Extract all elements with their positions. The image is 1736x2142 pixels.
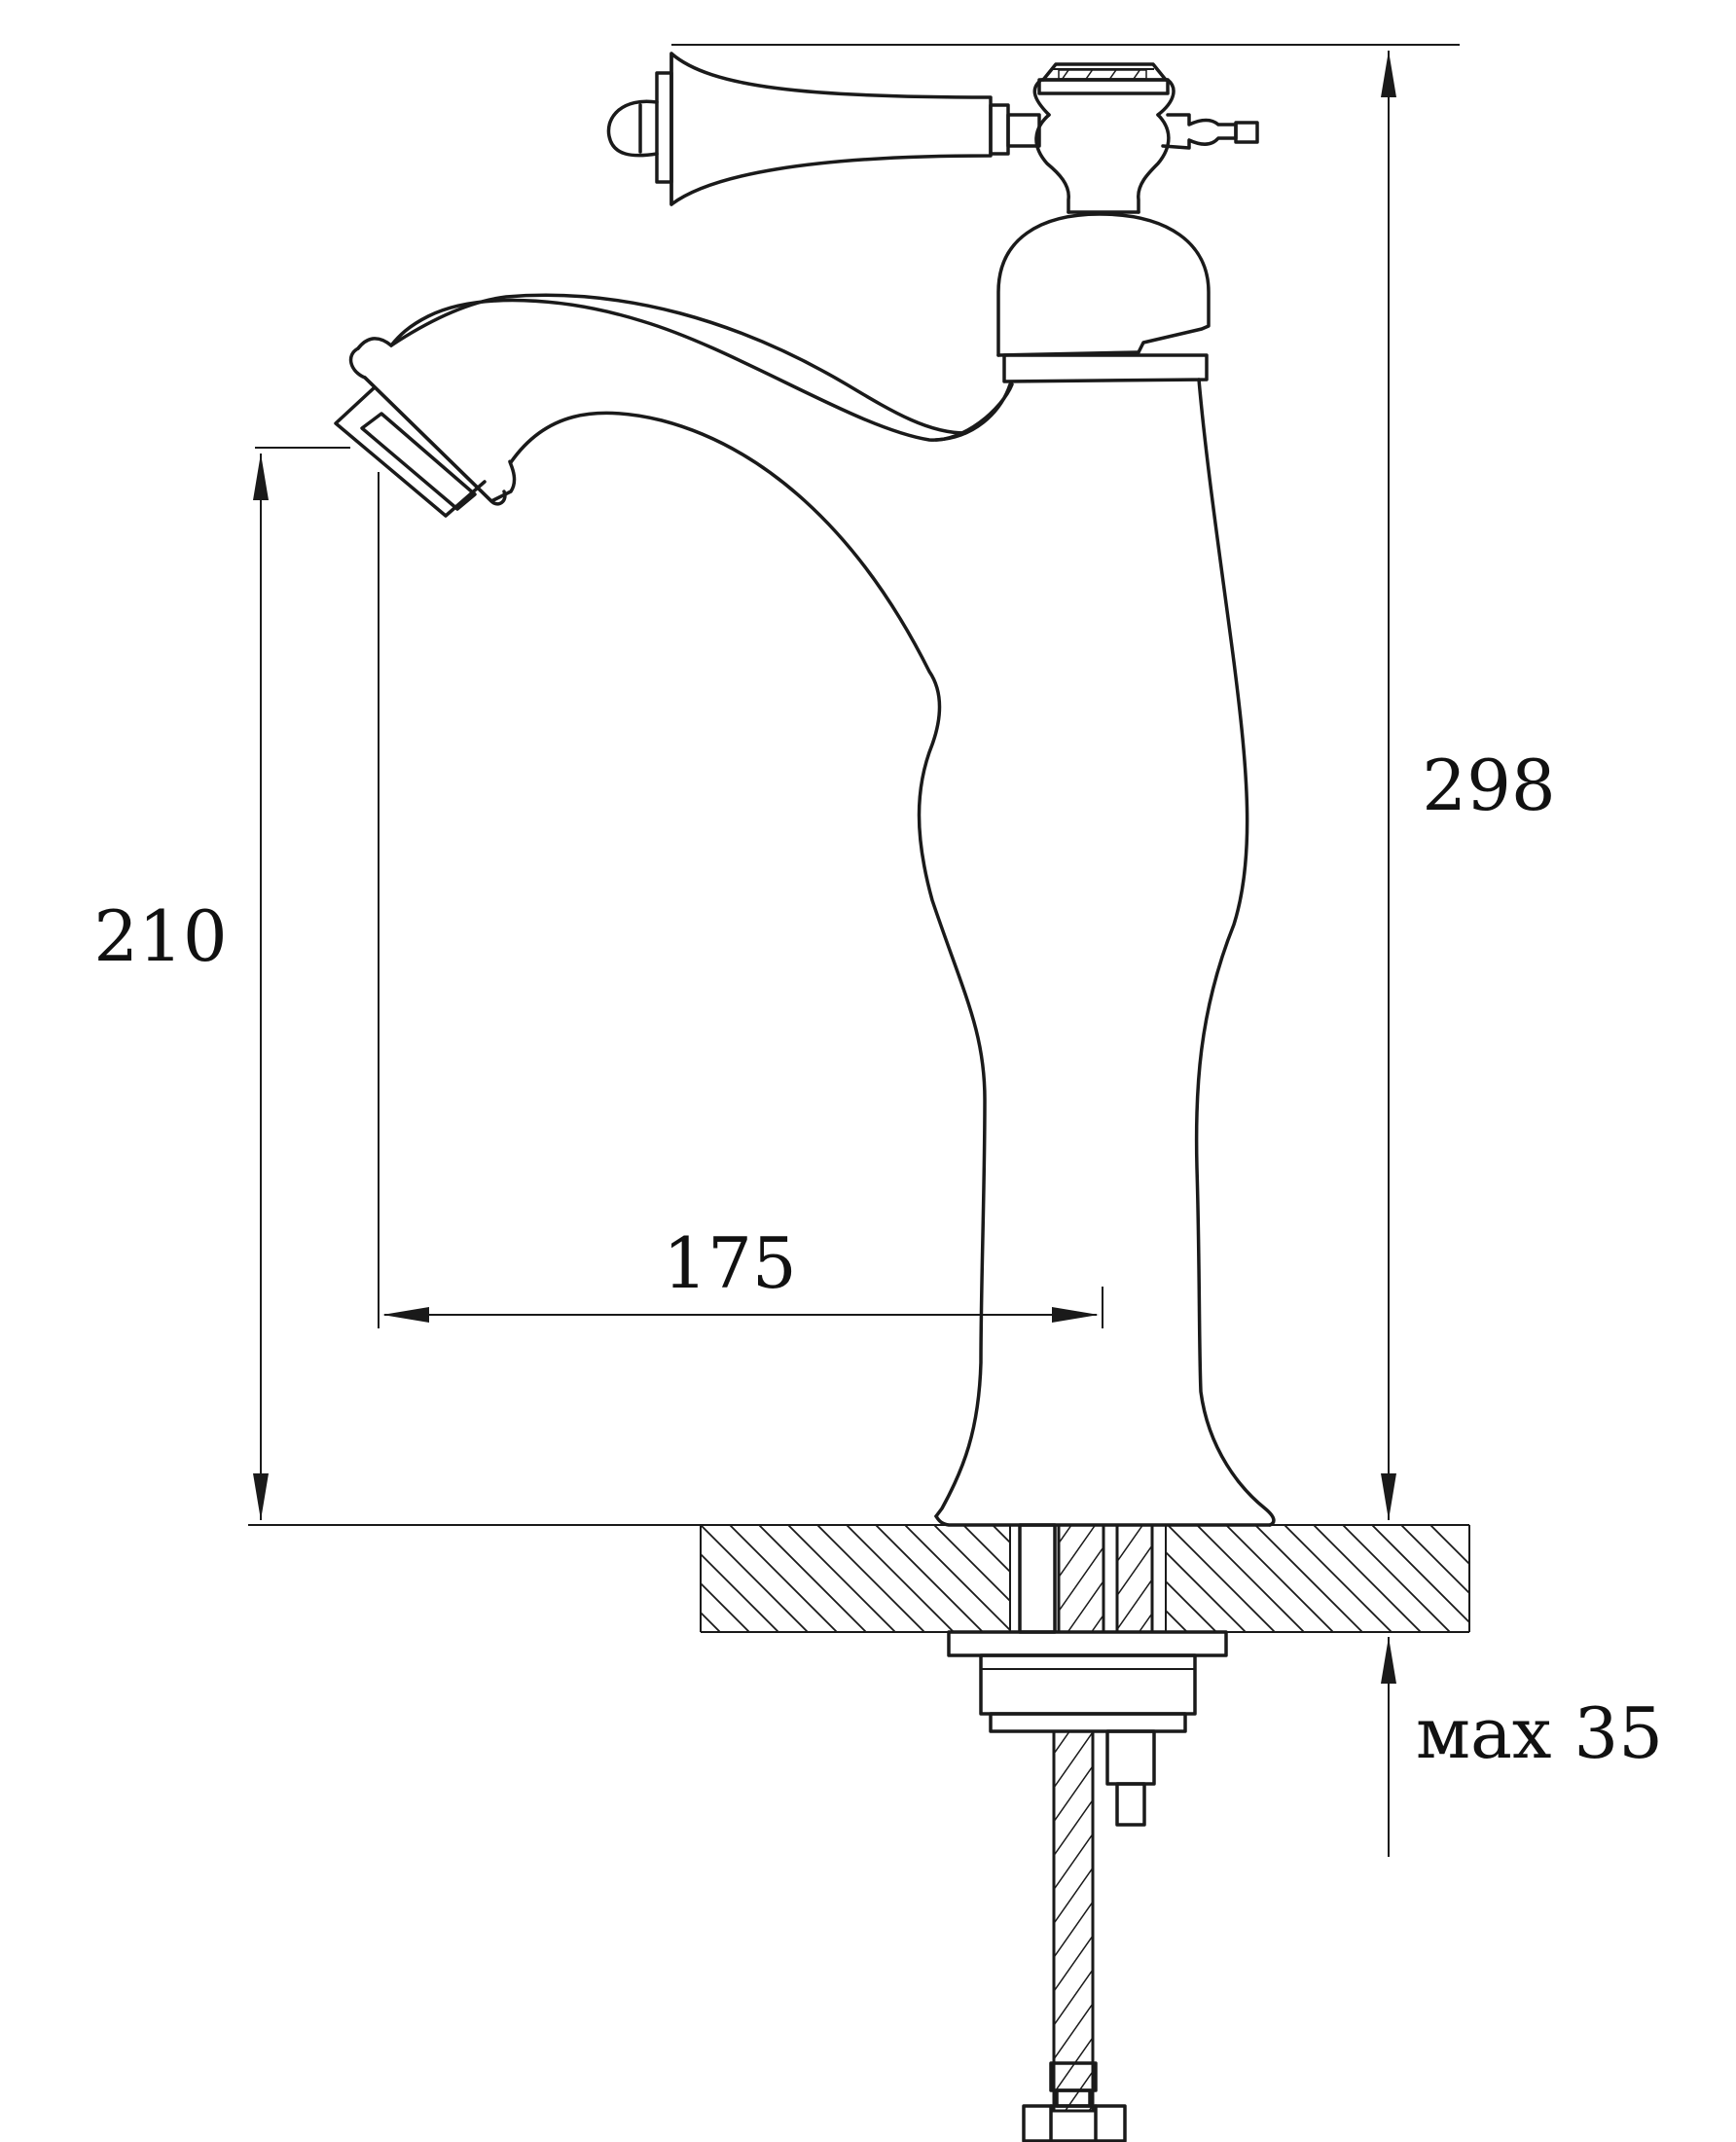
faucet-body xyxy=(356,62,1276,1527)
dimension-label-175: 175 xyxy=(663,1222,796,1304)
countertop xyxy=(248,1524,1470,1633)
dimension-spout-reach: 175 xyxy=(378,472,1103,1328)
mounting-assembly xyxy=(947,1523,1228,2142)
lever-handle xyxy=(606,52,1259,206)
flexible-hose xyxy=(1052,1729,1095,2113)
dimension-max-thickness: мax 35 xyxy=(1381,1637,1663,1857)
aerator xyxy=(334,346,517,518)
dimension-label-210: 210 xyxy=(93,895,227,977)
dimension-label-max-35: мax 35 xyxy=(1416,1692,1663,1774)
dimension-spout-height: 210 xyxy=(93,447,350,1520)
knurled-ring xyxy=(1058,69,1147,80)
dimension-total-height: 298 xyxy=(671,44,1556,1520)
dimension-label-298: 298 xyxy=(1422,744,1555,826)
